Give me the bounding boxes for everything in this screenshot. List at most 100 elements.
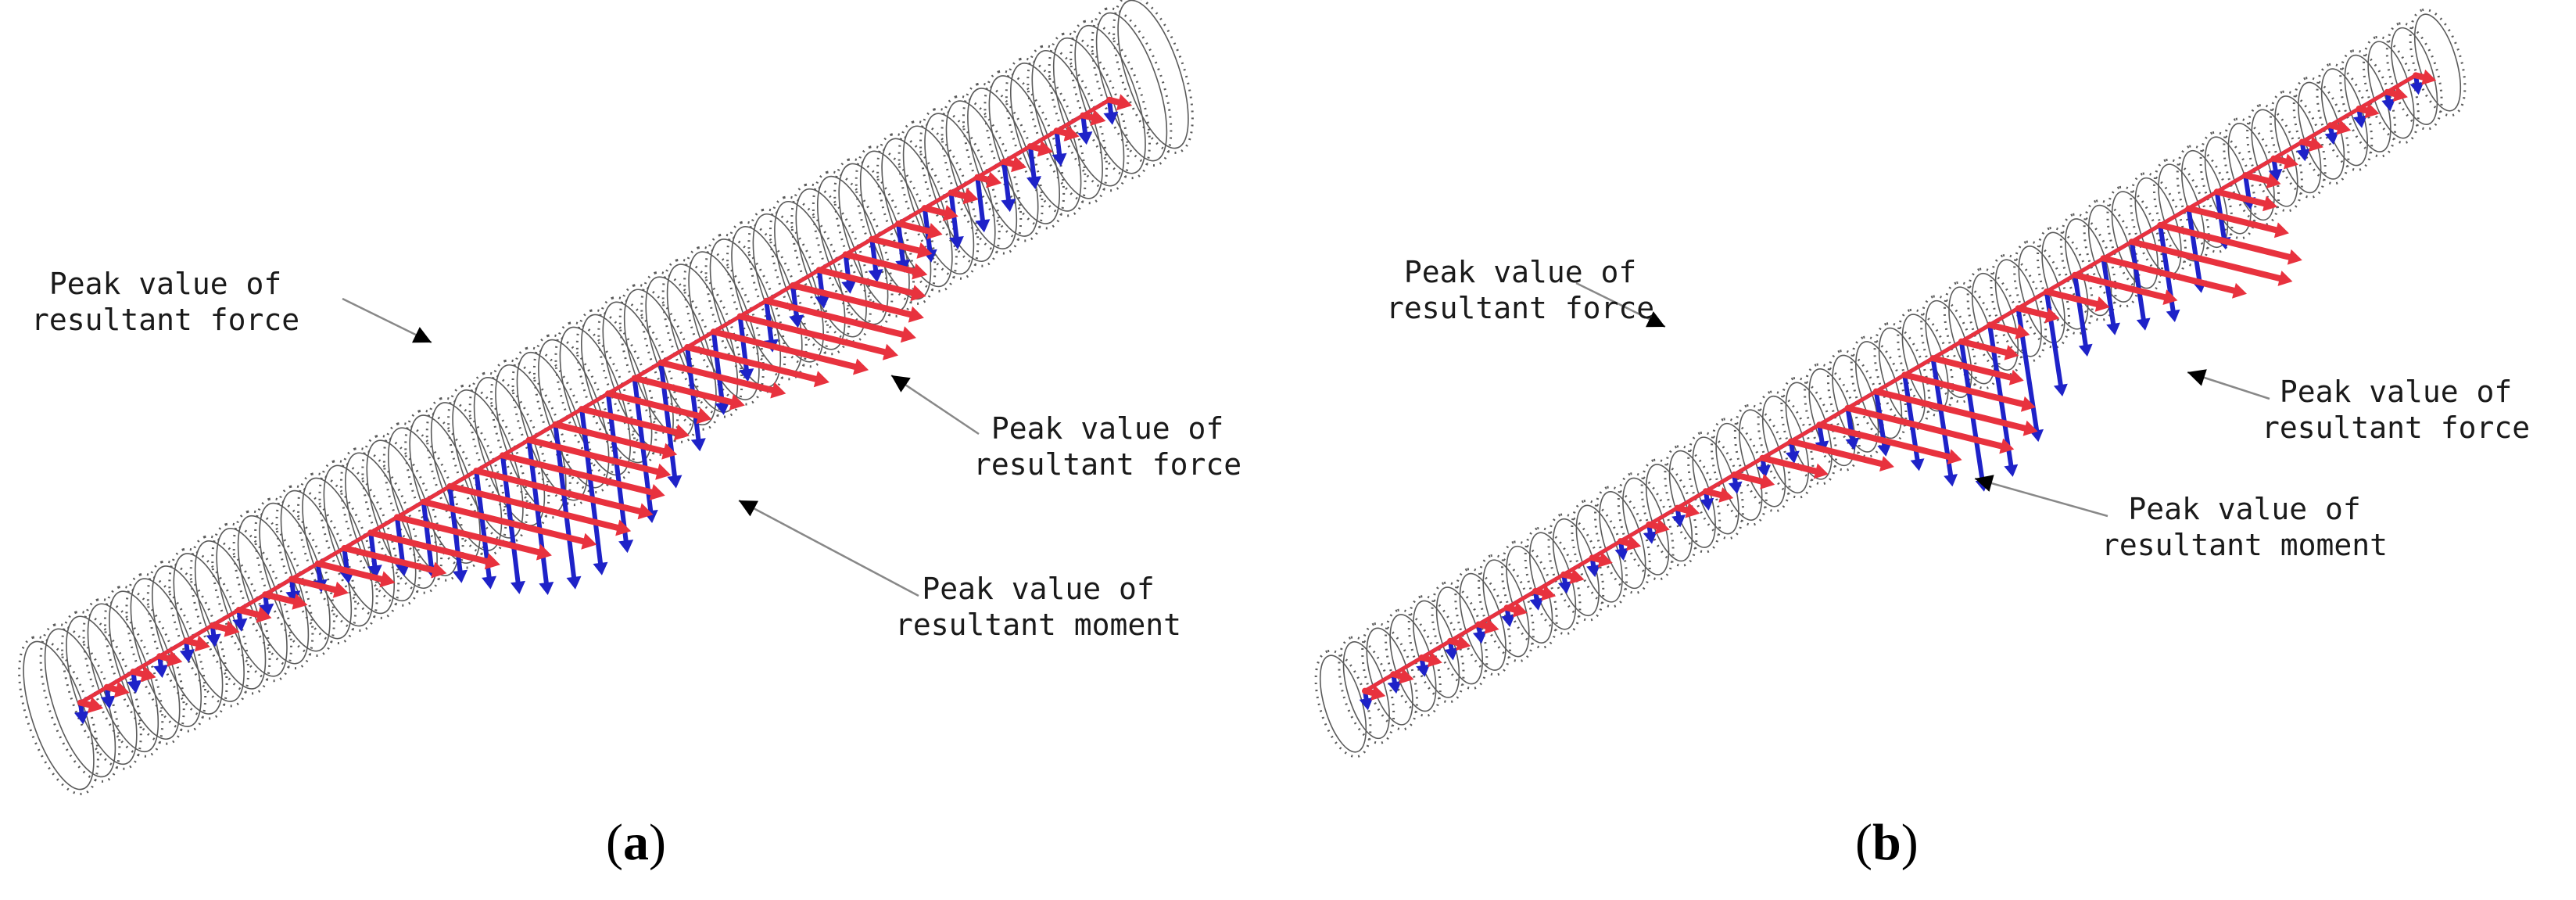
moment-arrow-head (841, 280, 857, 294)
moment-arrow-head (789, 314, 804, 328)
force-arrow-shaft (235, 607, 261, 619)
coil-ring (1687, 431, 1745, 540)
pointer-triangle (1646, 311, 1665, 328)
force-arrow-head (1685, 502, 1700, 518)
subfigure-label-b: (b) (1855, 814, 1919, 871)
coil-ring-inner (280, 489, 353, 640)
coil-ring-inner (2111, 191, 2159, 289)
force-arrow-shaft (1901, 371, 2026, 407)
coil-ring-inner (2391, 27, 2438, 125)
force-arrow-shaft (1816, 421, 1953, 461)
force-arrow-shaft (790, 282, 914, 318)
moment-arrow-head (2296, 149, 2311, 162)
coil-ring-inner (216, 527, 288, 677)
coil-ring-inner (2087, 204, 2136, 303)
moment-arrow-head (1387, 680, 1402, 694)
coil-ring (318, 459, 400, 619)
force-arrow-head (2004, 345, 2019, 360)
moment-arrow-head (539, 582, 554, 595)
coil-ring-inner (173, 553, 245, 702)
coil-ring (811, 170, 894, 331)
pointer-triangle (1975, 475, 1994, 492)
force-arrow-head (2336, 119, 2352, 135)
moment-arrow-head (2053, 383, 2068, 396)
force-arrow-shaft (288, 575, 339, 593)
coil-ring (382, 421, 464, 582)
force-arrow-shaft (921, 205, 948, 217)
force-arrow-head (256, 606, 272, 623)
coil-ring (1873, 322, 1931, 431)
moment-arrow-shaft (658, 360, 677, 479)
panel-a: Peak value of resultant force Peak value… (18, 0, 1241, 871)
force-arrow-shaft (895, 220, 933, 235)
force-arrow-head (1879, 456, 1894, 472)
coil-ring-inner (2367, 41, 2415, 139)
coil-ring (683, 246, 765, 406)
coil-ring (339, 446, 421, 607)
moment-arrow-head (948, 236, 964, 249)
force-arrow-head (2094, 296, 2110, 312)
coil-ring-inner (1971, 272, 2019, 371)
moment-arrow-shaft (2243, 173, 2252, 201)
moment-arrow-head (1643, 531, 1657, 544)
coil-ring-inner (516, 351, 589, 501)
force-arrow-shaft (1844, 404, 2005, 450)
coil-ring (2036, 226, 2094, 335)
coil-ring (769, 195, 851, 356)
force-arrow-head (637, 503, 654, 520)
coil-ring-inner (302, 477, 374, 627)
force-arrow-head (926, 223, 943, 240)
annotation-peak-force-left: Peak value of resultant force (1386, 255, 1655, 325)
force-arrow-head (853, 358, 869, 375)
coil-ring (361, 434, 443, 594)
coil-ring-inner (2274, 95, 2322, 194)
force-arrow-shaft (2015, 305, 2050, 319)
coil-ring-inner (1855, 341, 1903, 439)
coil-cylinder (18, 0, 1194, 795)
force-arrow-head (2277, 271, 2293, 286)
moment-arrow-shaft (368, 530, 378, 568)
force-arrow-head (2008, 369, 2024, 385)
coil-ring-inner (645, 276, 717, 426)
force-arrow-head (916, 242, 933, 259)
force-arrow-head (649, 484, 665, 500)
force-arrow-shaft (1106, 96, 1122, 106)
coil-ring (940, 95, 1023, 255)
force-arrow-shaft (341, 545, 436, 573)
pointer-triangle (891, 375, 911, 393)
coil-ring-inner (1459, 572, 1507, 671)
moment-arrow-head (100, 695, 116, 709)
force-arrow-head (2287, 249, 2302, 265)
moment-arrow-head (511, 580, 525, 594)
force-arrow-shaft (1929, 355, 2015, 381)
force-arrow-head (1597, 551, 1613, 568)
force-arrow-shaft (2213, 188, 2268, 207)
force-arrow-shaft (1987, 321, 2020, 335)
coil-ring (39, 622, 121, 783)
moment-arrow-head (1757, 464, 1771, 478)
moment-arrow-head (259, 603, 274, 617)
force-arrow-head (1626, 535, 1642, 551)
moment-arrow-head (73, 711, 89, 725)
coil-ring-inner (774, 200, 846, 350)
coil-ring-inner (1366, 627, 1413, 726)
force-arrow-head (1456, 635, 1471, 651)
pointer-triangle (412, 327, 432, 343)
force-arrow-shaft (815, 267, 915, 296)
annotation-peak-moment: Peak value of resultant moment (895, 572, 1182, 642)
force-arrow-head (910, 285, 926, 302)
coil-ring (404, 409, 485, 569)
coil-ring-inner (1482, 559, 1530, 658)
moment-arrow-head (667, 475, 683, 489)
moment-arrow-head (690, 438, 706, 452)
force-arrow-head (1427, 651, 1442, 668)
coil-ring (1478, 554, 1535, 663)
force-arrow-head (2284, 153, 2298, 170)
force-arrow-head (1654, 518, 1670, 535)
coil-ring (490, 359, 571, 519)
force-arrow-head (1813, 463, 1829, 479)
moment-arrow-head (453, 569, 468, 583)
force-arrow-shaft (2242, 172, 2271, 185)
leader-lines (342, 297, 980, 597)
force-arrow-head (2162, 289, 2178, 305)
